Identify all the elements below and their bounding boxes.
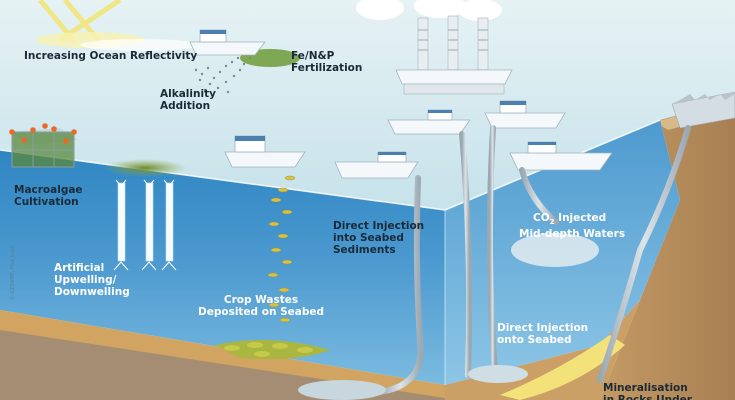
coastal-factory xyxy=(671,91,735,129)
vessel-sediment-injection xyxy=(334,151,419,179)
seabed-co2-pool-2 xyxy=(298,380,386,400)
mineralisation-band xyxy=(500,335,625,400)
label-direct-injection-sediments: Direct Injection into Seabed Sediments xyxy=(333,220,425,256)
co2-mid-depth-plume xyxy=(511,233,599,267)
co2-line2: Mid-depth Waters xyxy=(519,228,626,241)
vessel-mid-depth xyxy=(509,141,613,171)
macroalgae-cage xyxy=(9,123,78,168)
label-crop-wastes: Crop Wastes Deposited on Seabed xyxy=(198,294,324,318)
offshore-platform xyxy=(356,0,513,95)
vessel-fertilization xyxy=(189,29,266,56)
label-artificial-upwelling: Artificial Upwelling/ Downwelling xyxy=(54,262,130,298)
crop-waste-particles xyxy=(267,175,296,323)
label-mineralisation: Mineralisation in Rocks Under xyxy=(603,382,692,400)
crop-waste-pile xyxy=(215,340,330,359)
label-fertilization: Fe/N&P Fertilization xyxy=(291,50,363,74)
label-macroalgae-cultivation: Macroalgae Cultivation xyxy=(14,184,83,208)
co2-subscript: 2 xyxy=(549,218,555,227)
injection-pipes xyxy=(377,125,691,395)
label-direct-injection-seabed: Direct Injection onto Seabed xyxy=(497,322,589,346)
co2-suffix: Injected xyxy=(554,212,607,224)
vessel-crop-wastes xyxy=(224,135,306,168)
land-mass xyxy=(600,100,735,400)
label-alkalinity-addition: Alkalinity Addition xyxy=(160,88,216,112)
label-ocean-reflectivity: Increasing Ocean Reflectivity xyxy=(24,50,198,62)
credit-text: © GESAMP, Pika Grün xyxy=(10,245,16,300)
vessel-seabed-2 xyxy=(484,100,566,129)
seabed-co2-pool-1 xyxy=(468,365,528,383)
upwelling-pipes xyxy=(113,179,177,271)
co2-prefix: CO xyxy=(533,212,550,224)
water-front-face xyxy=(0,150,445,385)
label-co2-mid-depth: CO2 Injected Mid-depth Waters xyxy=(519,212,625,240)
